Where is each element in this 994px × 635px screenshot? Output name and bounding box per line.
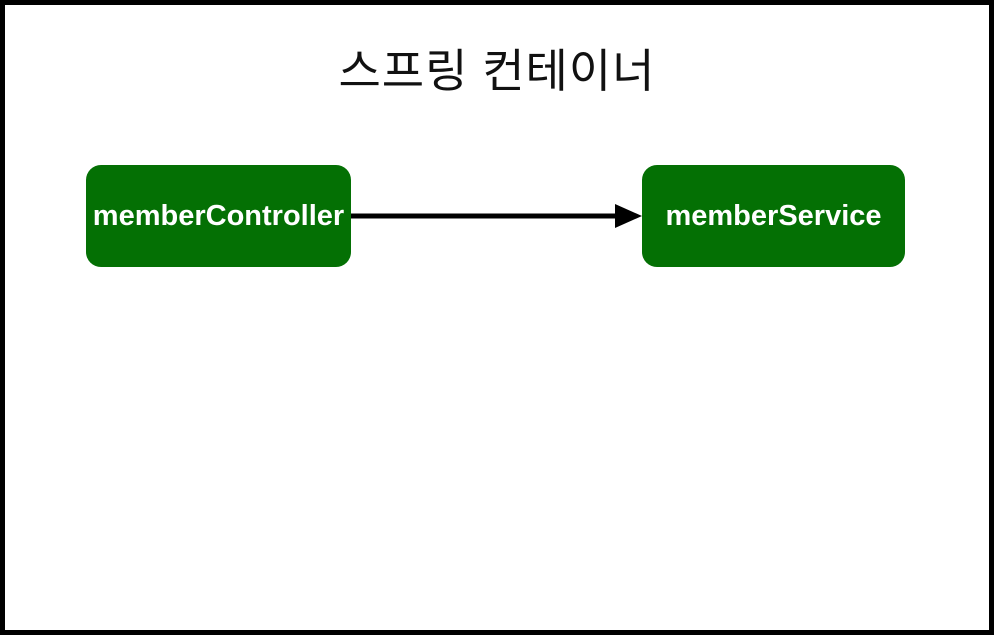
node-member-service-label: memberService bbox=[665, 199, 882, 232]
node-member-controller: memberController bbox=[86, 165, 351, 267]
node-member-controller-label: memberController bbox=[92, 199, 345, 232]
diagram-title: 스프링 컨테이너 bbox=[338, 45, 656, 97]
arrow-controller-to-service bbox=[351, 204, 642, 228]
node-member-service: memberService bbox=[642, 165, 905, 267]
